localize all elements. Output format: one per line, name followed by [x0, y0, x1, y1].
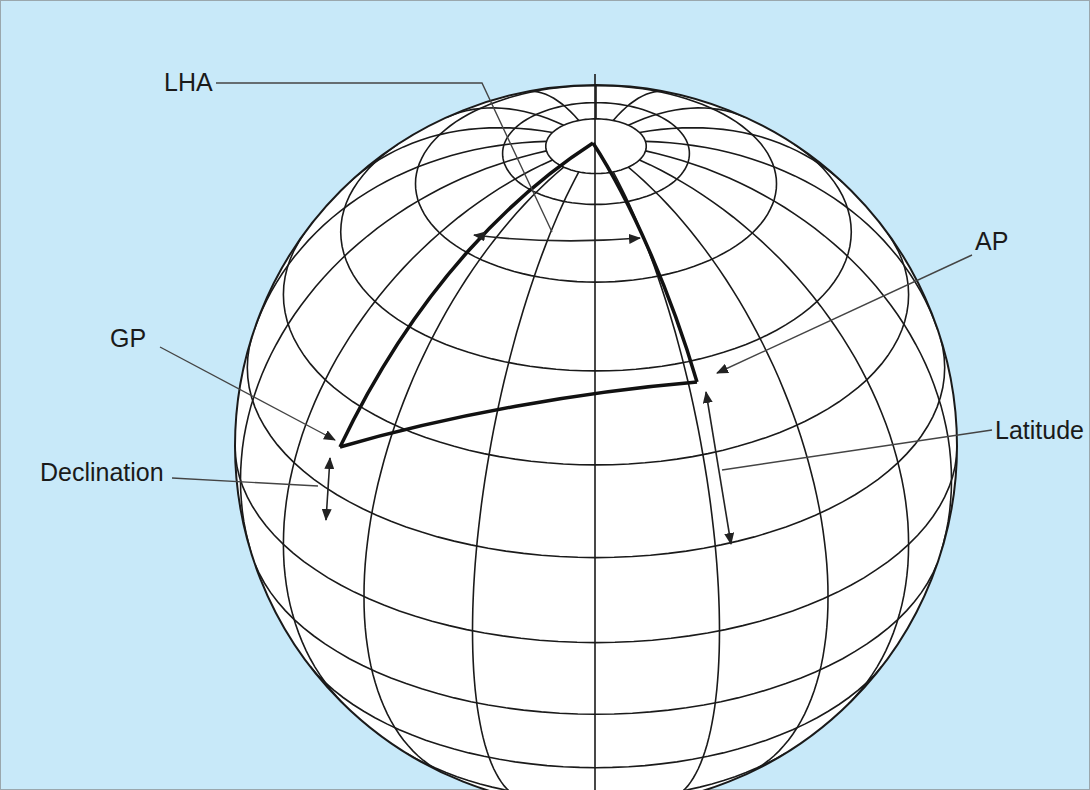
grid-line	[527, 91, 579, 120]
grid-line	[613, 172, 719, 790]
grid-line	[447, 108, 564, 125]
grid-line	[646, 151, 952, 553]
grid-line	[646, 141, 938, 329]
grid-line	[613, 91, 665, 120]
label: Latitude	[995, 418, 1084, 443]
grid-line	[255, 564, 937, 715]
label: Declination	[40, 460, 164, 485]
grid-line	[283, 160, 552, 704]
label: LHA	[164, 70, 213, 95]
grid-line	[235, 446, 957, 643]
grid-line	[628, 108, 745, 125]
declination-arrow	[326, 458, 330, 520]
grid-line	[416, 86, 777, 283]
globe-grid	[235, 85, 957, 790]
grid-line	[406, 753, 785, 790]
grid-line	[310, 667, 881, 768]
grid-line	[640, 160, 909, 704]
grid-line	[254, 141, 546, 329]
grid-line	[341, 144, 852, 371]
globe-outline	[235, 85, 957, 790]
grid-line	[640, 128, 843, 182]
grid-line	[473, 172, 579, 790]
latitude-arrow	[706, 392, 731, 544]
earth-axis	[594, 74, 596, 790]
leader-lines	[160, 83, 992, 486]
label: AP	[975, 229, 1008, 254]
lha-arrow	[474, 235, 640, 241]
navigational-triangle	[340, 143, 697, 447]
grid-line	[283, 234, 908, 465]
label: GP	[110, 326, 146, 351]
